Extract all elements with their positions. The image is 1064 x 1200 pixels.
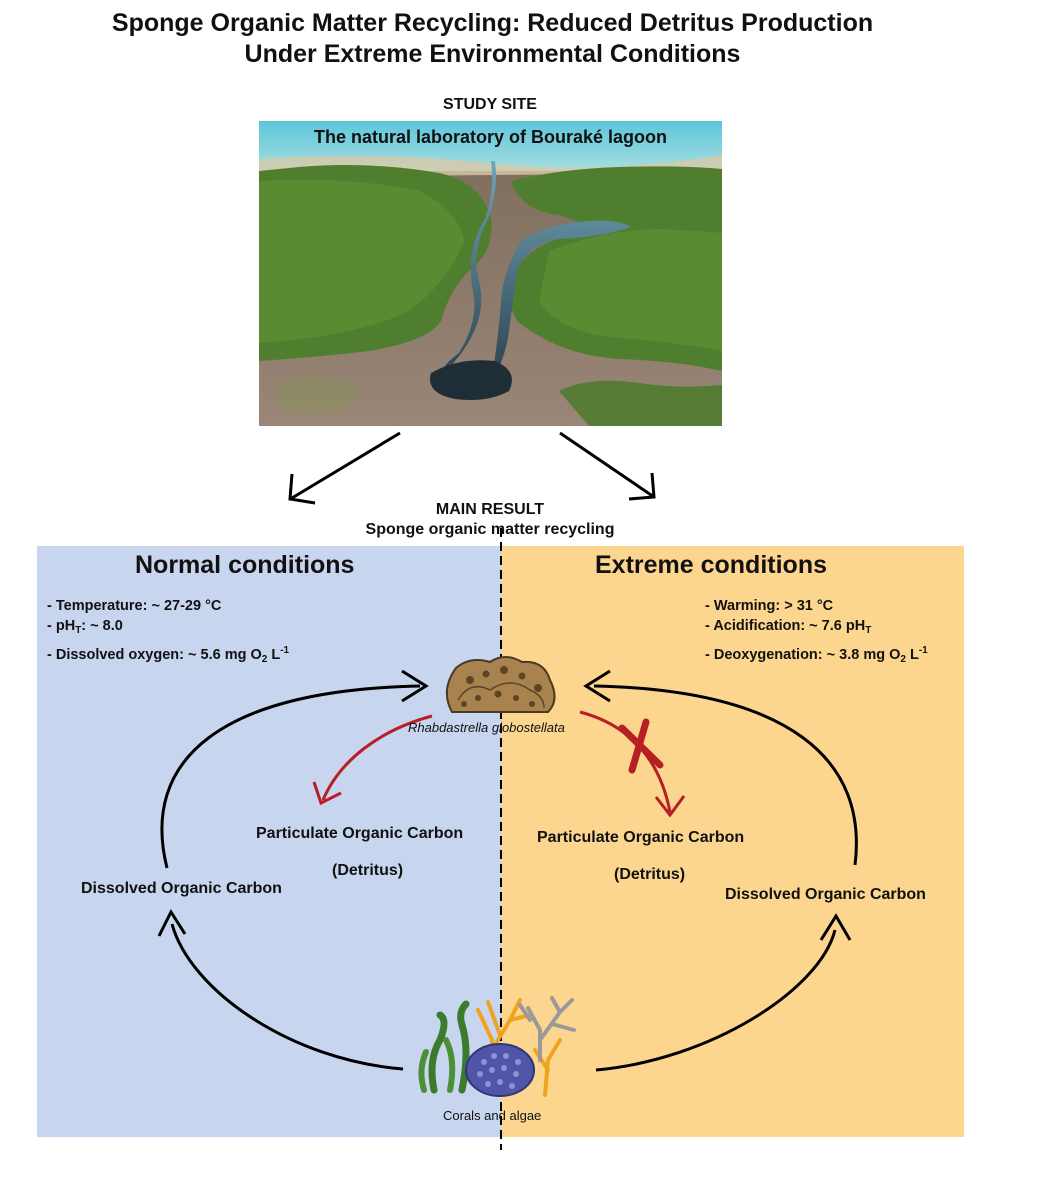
normal-temperature: - Temperature: ~ 27-29 °C xyxy=(47,598,222,614)
normal-doc-label: Dissolved Organic Carbon xyxy=(81,880,282,897)
main-result-label: MAIN RESULT Sponge organic matter recycl… xyxy=(290,500,690,540)
normal-conditions-title: Normal conditions xyxy=(135,551,355,579)
extreme-conditions-title: Extreme conditions xyxy=(595,551,827,579)
sponge-species-label: Rhabdastrella globostellata xyxy=(408,720,565,735)
title-line-1: Sponge Organic Matter Recycling: Reduced… xyxy=(111,9,874,37)
page-title: Sponge Organic Matter Recycling: Reduced… xyxy=(0,8,985,70)
extreme-cycle-upper-arrow xyxy=(583,669,858,866)
right-down-arrow xyxy=(559,431,656,501)
left-down-arrow xyxy=(288,431,401,505)
extreme-cycle-lower-arrow xyxy=(595,913,852,1072)
normal-detritus-label: (Detritus) xyxy=(332,862,404,879)
sponge-icon xyxy=(445,656,556,713)
normal-cycle-upper-arrow xyxy=(160,669,429,869)
photo-caption: The natural laboratory of Bouraké lagoon xyxy=(313,127,668,147)
corals-algae-icon xyxy=(418,996,576,1097)
title-line-2: Under Extreme Environmental Conditions xyxy=(244,40,741,68)
lagoon-aerial-image xyxy=(259,121,722,426)
extreme-doc-label: Dissolved Organic Carbon xyxy=(725,886,926,903)
extreme-deoxygenation: - Deoxygenation: ~ 3.8 mg O2 L-1 xyxy=(705,645,928,665)
cross-mark-icon xyxy=(618,718,664,774)
extreme-warming: - Warming: > 31 °C xyxy=(705,598,834,614)
extreme-conditions-panel: Extreme conditions - Warming: > 31 °C - … xyxy=(501,546,964,1137)
extreme-poc-label: Particulate Organic Carbon xyxy=(537,829,745,846)
normal-conditions-panel: Normal conditions - Temperature: ~ 27-29… xyxy=(37,546,501,1137)
normal-poc-label: Particulate Organic Carbon xyxy=(256,825,464,842)
extreme-detritus-label: (Detritus) xyxy=(614,866,686,883)
normal-red-arrow xyxy=(312,714,433,806)
normal-conditions-list: - Temperature: ~ 27-29 °C - pHT: ~ 8.0 -… xyxy=(47,596,289,670)
normal-oxygen: - Dissolved oxygen: ~ 5.6 mg O2 L-1 xyxy=(47,645,290,665)
corals-algae-label: Corals and algae xyxy=(443,1108,542,1123)
extreme-conditions-list: - Warming: > 31 °C - Acidification: ~ 7.… xyxy=(705,596,928,670)
study-site-label: STUDY SITE xyxy=(443,96,537,113)
normal-cycle-lower-arrow xyxy=(157,908,404,1071)
normal-ph: - pHT: ~ 8.0 xyxy=(47,618,123,636)
main-result-line-1: MAIN RESULT xyxy=(435,501,545,518)
main-result-line-2: Sponge organic matter recycling xyxy=(365,521,615,538)
extreme-acidification: - Acidification: ~ 7.6 pHT xyxy=(705,618,872,636)
study-site-photo: The natural laboratory of Bouraké lagoon xyxy=(259,121,722,426)
